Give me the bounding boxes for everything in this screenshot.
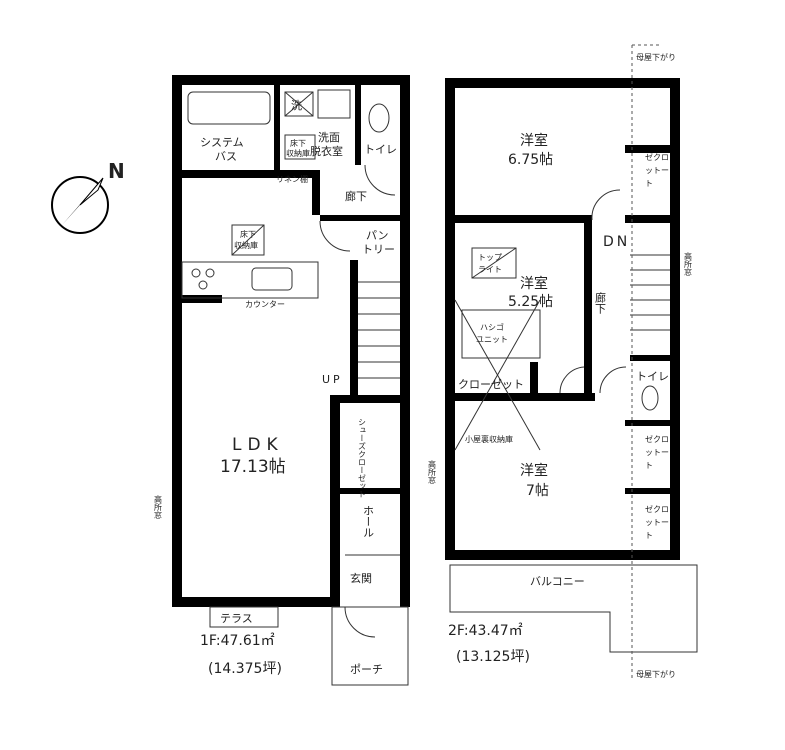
closet1-label: ゼクロ [645,152,669,162]
terrace-label: テラス [220,612,253,625]
room1-size: 6.75帖 [508,152,553,168]
roof-down-label-top: 母屋下がり [636,52,676,62]
skylight-label: トップ [478,253,502,262]
underfloor-storage2-label-2: 収納庫 [234,240,258,250]
bath-label-2: バス [215,150,237,163]
shoe-closet-label: シューズクローゼット [358,418,367,498]
floor2-tsubo: (13.125坪) [456,649,530,665]
floor1-walls [172,75,410,607]
closet2-label-2: ットー [645,448,669,457]
balcony-label: バルコニー [530,575,585,588]
floor1-area: 1F:47.61㎡ [200,633,275,649]
closet3-label-2: ットー [645,518,669,527]
laundry-label: 洗 [291,99,302,112]
closet3-label: ゼクロ [645,504,669,514]
entrance-label: 玄関 [350,571,372,585]
closet1-label-2: ットー [645,166,669,175]
closet1-label-3: ト [645,179,653,188]
high-window3-label: 高所窓 [428,459,437,484]
closet3-label-3: ト [645,531,653,540]
hall-label: ホール [362,505,375,538]
washroom-label-2: 脱衣室 [310,144,343,158]
floor2-area: 2F:43.47㎡ [448,623,523,639]
floor1-tsubo: (14.375坪) [208,661,282,677]
pantry-label: パン [366,229,389,242]
floor2-fixtures [449,189,698,653]
north-label: N [108,159,125,183]
corridor2-label: 廊下 [594,291,607,315]
high-window-label: 高所窓 [154,494,163,519]
floor2-walls [445,78,680,560]
skylight-label-2: ライト [478,265,502,274]
pantry-label-2: トリー [362,243,395,256]
room3-size: 7帖 [526,483,549,499]
room1-label: 洋室 [520,132,548,149]
linen-shelf-label: リネン棚 [276,174,308,184]
floor1-fixtures [181,89,409,686]
porch-label: ポーチ [350,663,383,676]
down-label: DN [603,234,630,250]
washroom-label: 洗面 [318,131,340,144]
underfloor-storage-label-2: 収納庫 [286,148,310,158]
compass-icon [51,176,109,234]
closet2-label-3: ト [645,461,653,470]
room3-label: 洋室 [520,462,548,479]
high-window2-label: 高所窓 [684,251,693,276]
corridor-label: 廊下 [345,189,367,203]
up-label: UP [322,373,343,386]
roof-line [631,44,662,680]
ladder-unit-label-2: ユニット [476,335,508,344]
underfloor-storage-label: 床下 [290,138,306,148]
counter-label: カウンター [245,300,285,309]
toilet2-label: トイレ [636,370,669,383]
bath-label: システム [200,136,244,149]
ldk-size: 17.13帖 [220,457,286,477]
closet2-label: ゼクロ [645,434,669,444]
ldk-label: LDK [232,435,284,455]
room2-label: 洋室 [520,275,548,292]
attic-storage-label: 小屋裏収納庫 [465,434,513,444]
underfloor-storage2-label: 床下 [240,229,256,239]
room2-size: 5.25帖 [508,294,553,310]
toilet-label: トイレ [364,143,397,156]
closet-wide-label: クローゼット [458,378,524,391]
roof-down-label-bottom: 母屋下がり [636,669,676,679]
ladder-unit-label: ハシゴ [480,322,504,332]
